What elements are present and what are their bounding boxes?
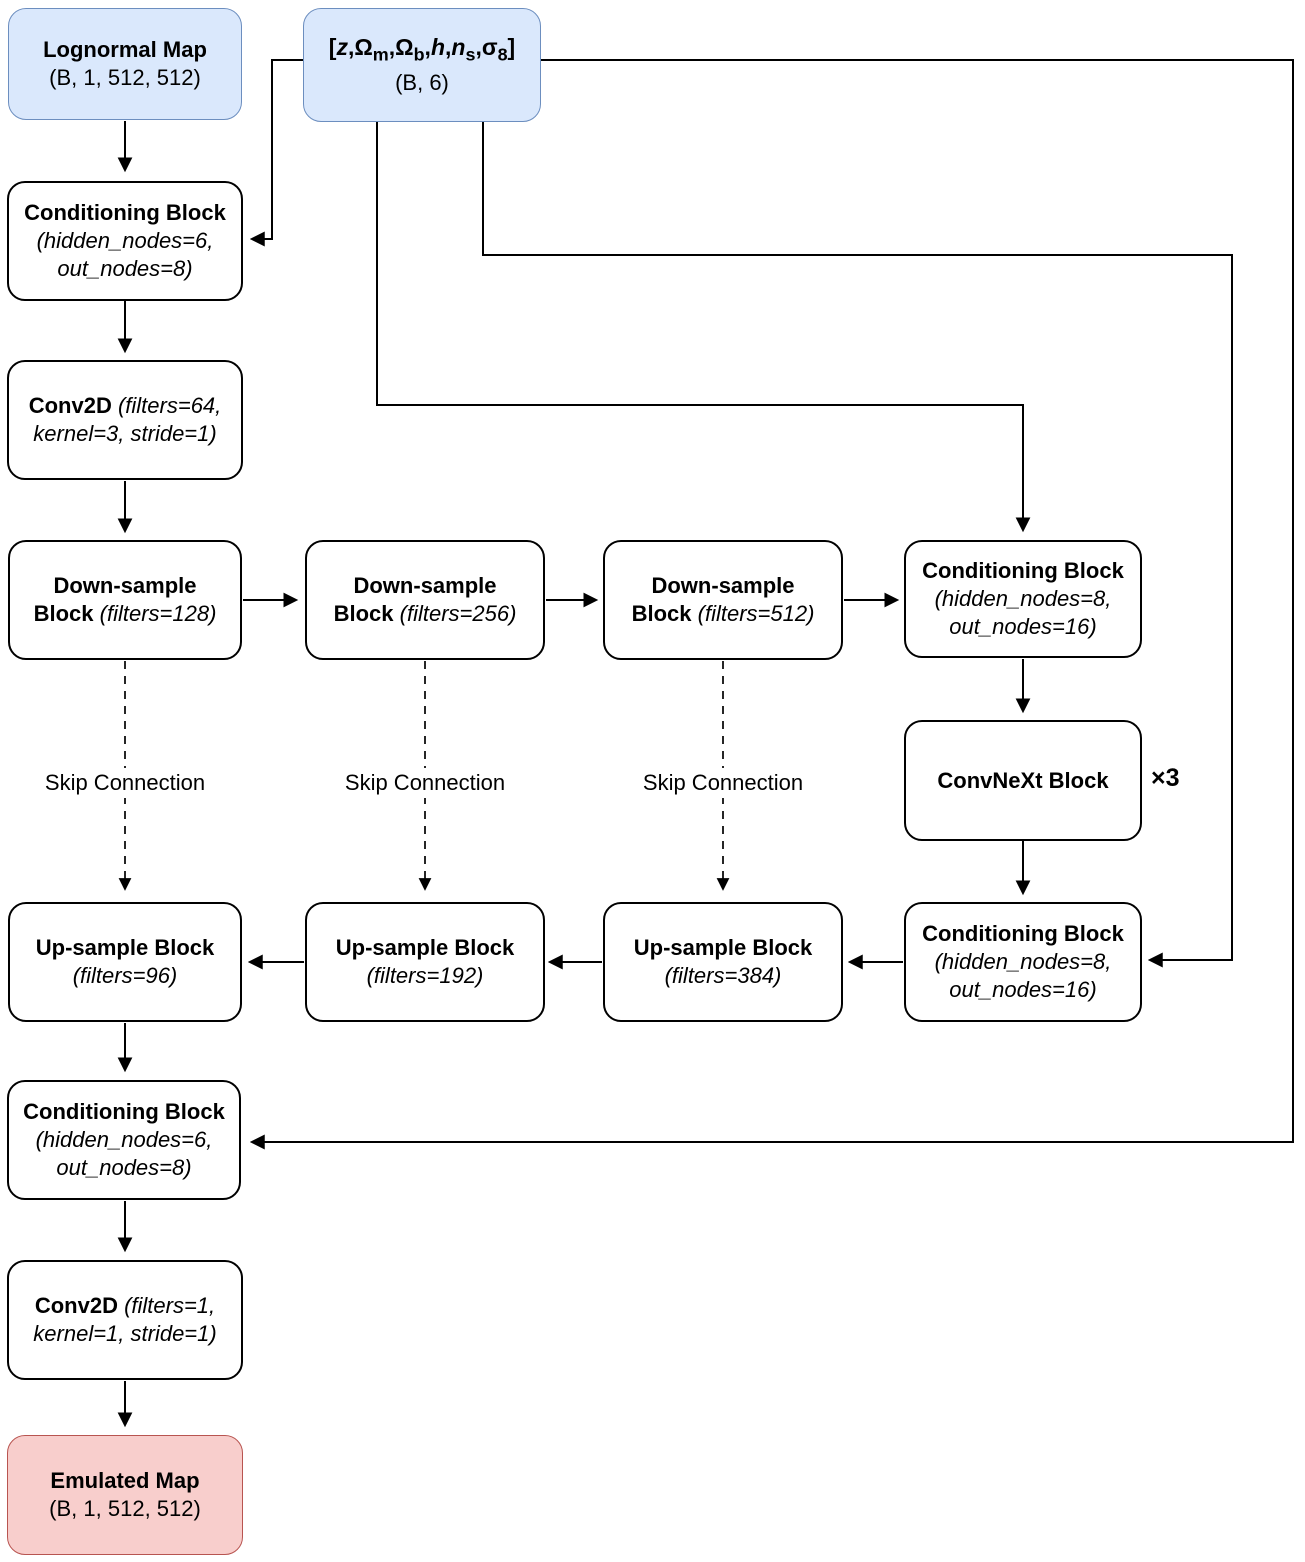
node-title: Up-sample Block xyxy=(633,935,813,960)
skip-connection-label-2: Skip Connection xyxy=(338,768,512,798)
node-param: Block (filters=256) xyxy=(333,601,517,626)
skip-connection-label-1: Skip Connection xyxy=(38,768,212,798)
node-convnext-block: ConvNeXt Block xyxy=(904,720,1142,841)
convnext-repeat-label: ×3 xyxy=(1151,764,1180,792)
edge-params-to-cond-enc xyxy=(376,122,1031,533)
node-param: (filters=96) xyxy=(72,963,178,988)
node-param: kernel=1, stride=1) xyxy=(33,1321,217,1346)
node-param: (hidden_nodes=6, xyxy=(36,228,214,253)
node-param: (filters=384) xyxy=(664,963,782,988)
node-upsample-1: Up-sample Block (filters=96) xyxy=(8,902,242,1022)
node-emulated-map: Emulated Map (B, 1, 512, 512) xyxy=(7,1435,243,1555)
node-cosmo-params: [z,Ωm,Ωb,h,ns,σ8] (B, 6) xyxy=(303,8,541,122)
node-conditioning-block-out: Conditioning Block (hidden_nodes=6, out_… xyxy=(7,1080,241,1200)
node-conditioning-block-in: Conditioning Block (hidden_nodes=6, out_… xyxy=(7,181,243,301)
node-downsample-3: Down-sample Block (filters=512) xyxy=(603,540,843,660)
node-title: Conditioning Block xyxy=(922,558,1124,583)
node-title: Conv2D (filters=64, xyxy=(28,393,222,418)
node-param: (hidden_nodes=8, xyxy=(934,949,1112,974)
node-param: kernel=3, stride=1) xyxy=(33,421,217,446)
node-title: Conditioning Block xyxy=(922,921,1124,946)
node-param: Block (filters=128) xyxy=(33,601,217,626)
node-shape: (B, 6) xyxy=(395,69,449,95)
node-title: ConvNeXt Block xyxy=(937,767,1109,793)
node-param: out_nodes=16) xyxy=(949,977,1097,1002)
node-downsample-1: Down-sample Block (filters=128) xyxy=(8,540,242,660)
node-title: Up-sample Block xyxy=(335,935,515,960)
node-title: Lognormal Map xyxy=(43,37,207,62)
node-shape: (B, 1, 512, 512) xyxy=(49,65,201,90)
node-lognormal-map: Lognormal Map (B, 1, 512, 512) xyxy=(8,8,242,120)
node-param: out_nodes=8) xyxy=(57,256,193,281)
edge-params-to-cond-in xyxy=(249,59,303,247)
node-upsample-3: Up-sample Block (filters=384) xyxy=(603,902,843,1022)
node-conv2d-in: Conv2D (filters=64, kernel=3, stride=1) xyxy=(7,360,243,480)
node-title: Conv2D (filters=1, xyxy=(34,1293,216,1318)
node-title: Up-sample Block xyxy=(35,935,215,960)
node-title: Conditioning Block xyxy=(24,200,226,225)
node-title: Conditioning Block xyxy=(23,1099,225,1124)
node-param: (hidden_nodes=6, xyxy=(35,1127,213,1152)
node-conv2d-out: Conv2D (filters=1, kernel=1, stride=1) xyxy=(7,1260,243,1380)
node-shape: (B, 1, 512, 512) xyxy=(49,1496,201,1521)
node-param: (hidden_nodes=8, xyxy=(934,586,1112,611)
node-downsample-2: Down-sample Block (filters=256) xyxy=(305,540,545,660)
node-title: Down-sample xyxy=(651,573,795,598)
node-title: Down-sample xyxy=(353,573,497,598)
node-param: Block (filters=512) xyxy=(631,601,815,626)
node-upsample-2: Up-sample Block (filters=192) xyxy=(305,902,545,1022)
node-title: Emulated Map xyxy=(50,1468,200,1493)
node-param: (filters=192) xyxy=(366,963,484,988)
skip-connection-label-3: Skip Connection xyxy=(636,768,810,798)
node-param: out_nodes=16) xyxy=(949,614,1097,639)
node-title: [z,Ωm,Ωb,h,ns,σ8] xyxy=(328,34,516,65)
node-conditioning-block-dec: Conditioning Block (hidden_nodes=8, out_… xyxy=(904,902,1142,1022)
node-title: Down-sample xyxy=(53,573,197,598)
node-conditioning-block-enc: Conditioning Block (hidden_nodes=8, out_… xyxy=(904,540,1142,658)
node-param: out_nodes=8) xyxy=(56,1155,192,1180)
